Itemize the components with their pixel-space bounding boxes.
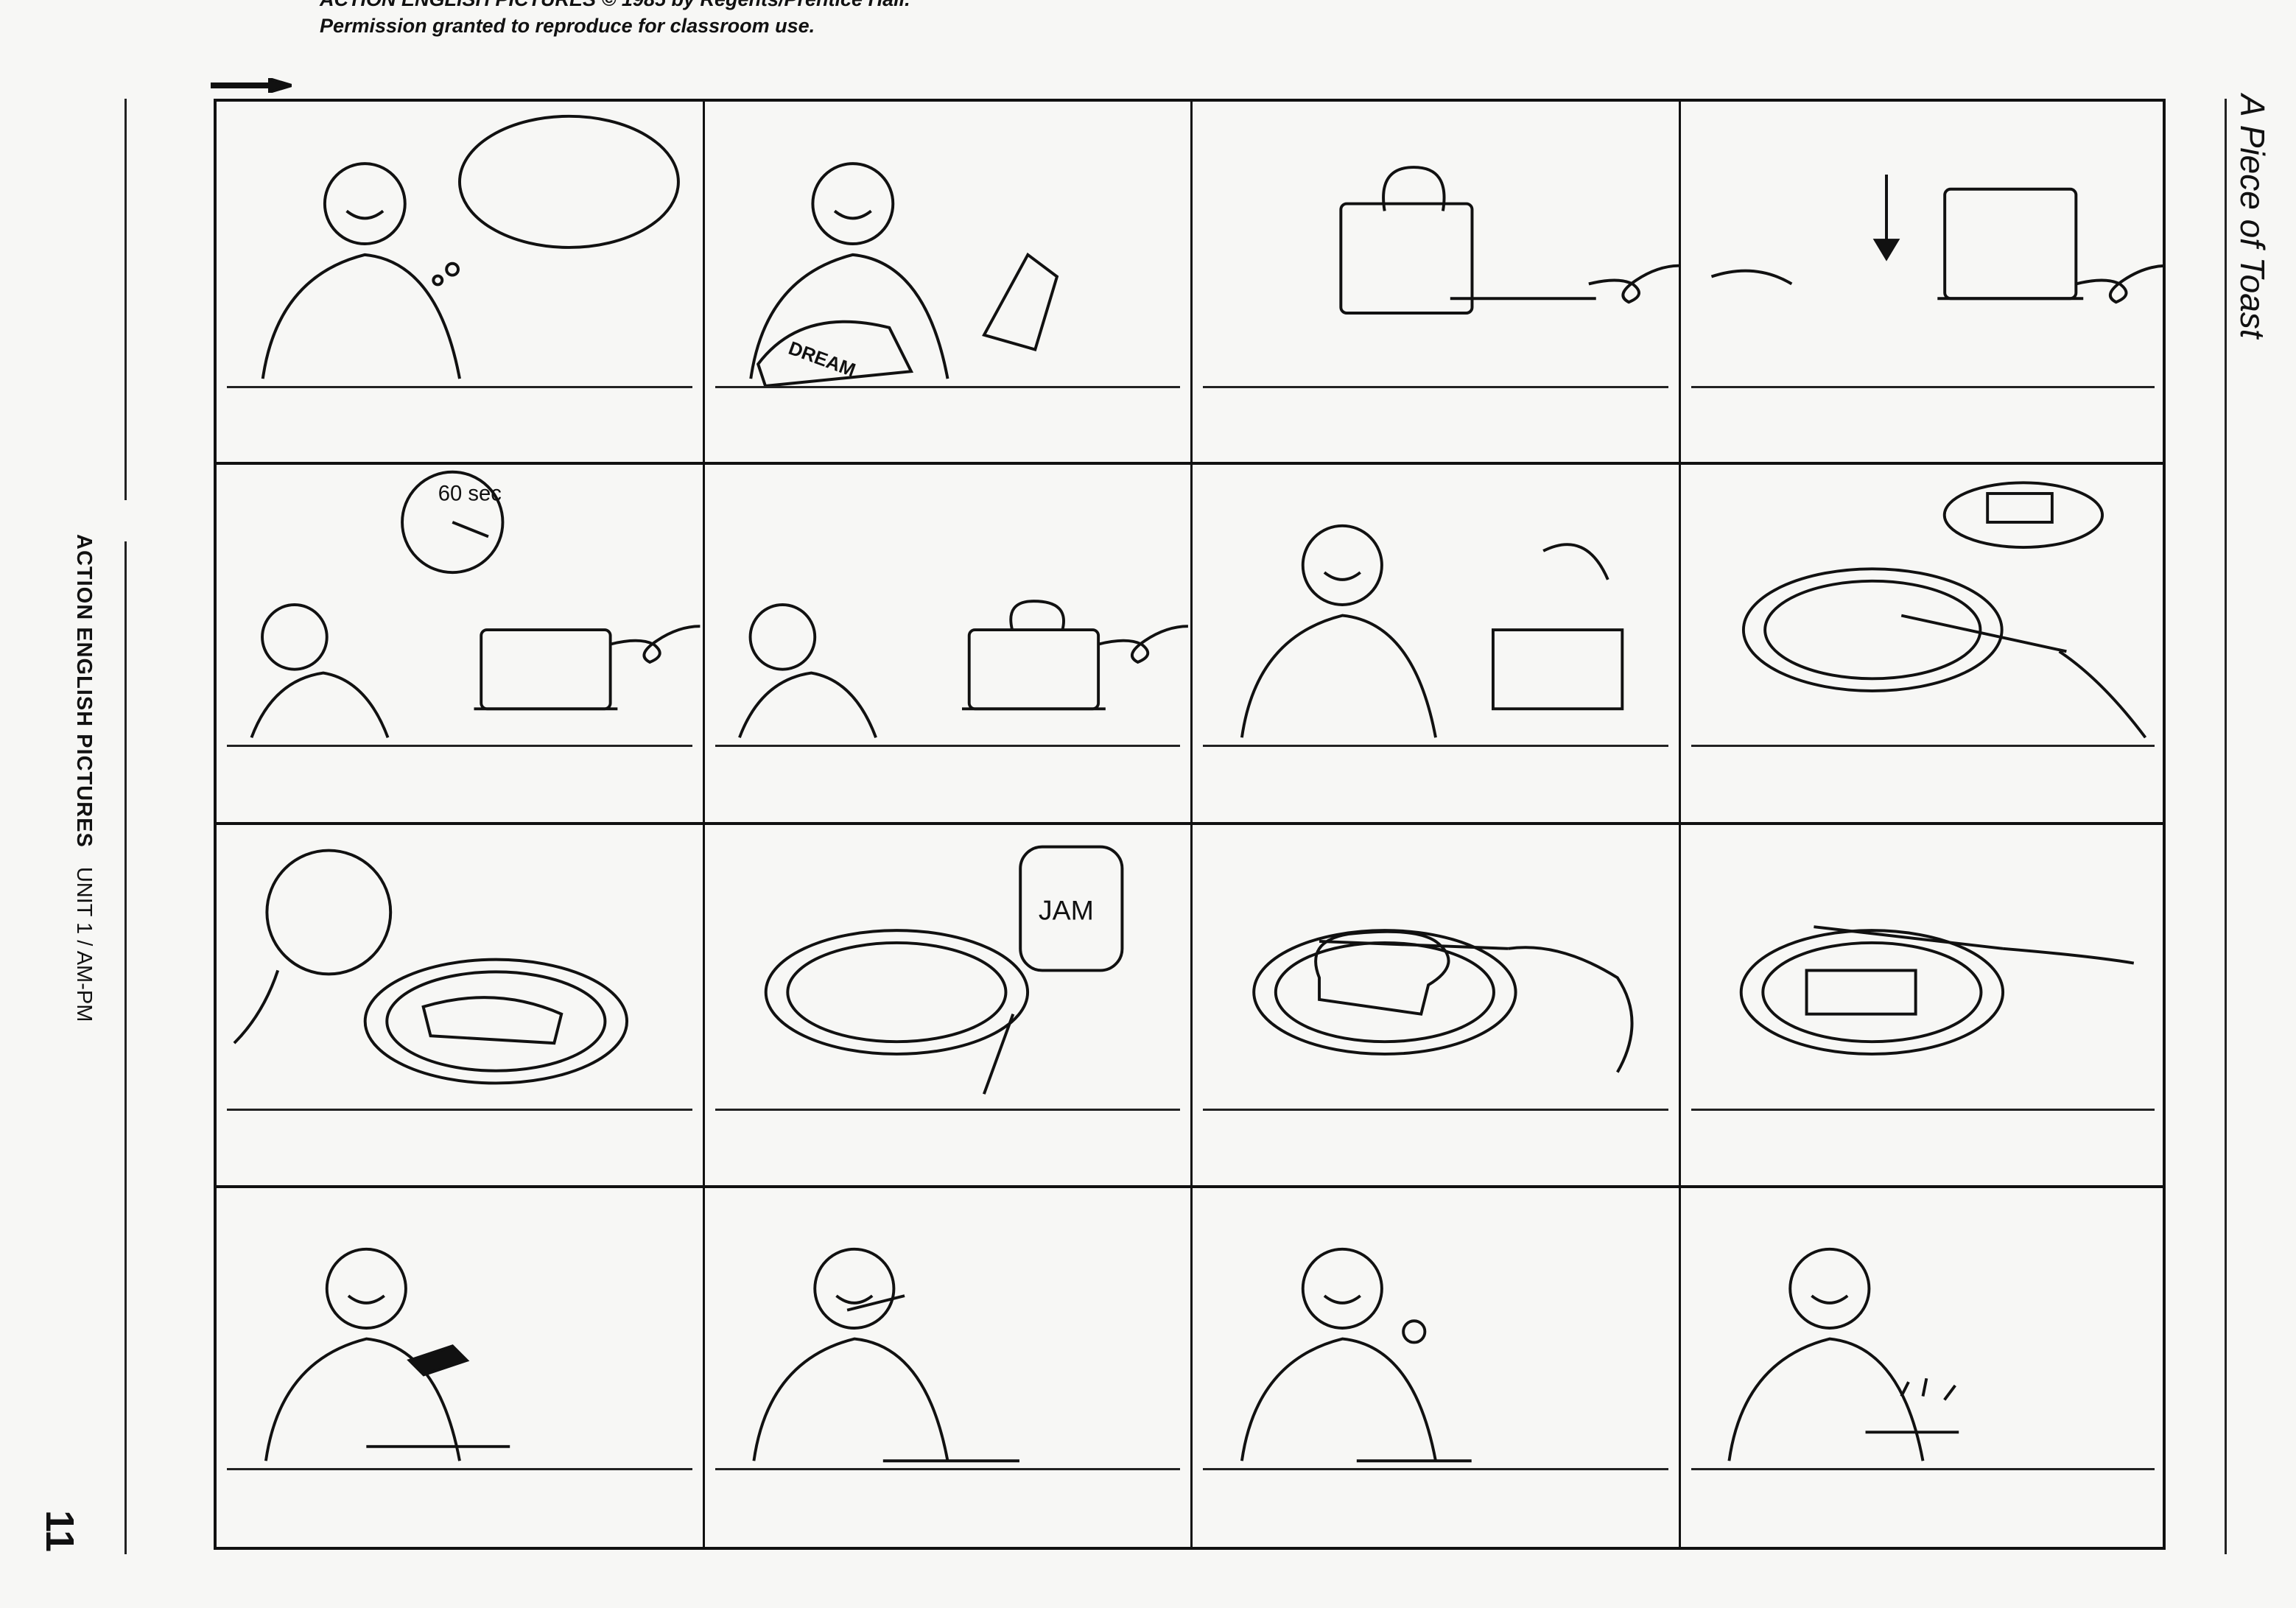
caption-rule <box>1691 745 2155 747</box>
bread-bag-label: DREAM <box>786 338 858 382</box>
panel-taking-out-bread: DREAM <box>703 102 1190 462</box>
caption-rule <box>227 1109 692 1111</box>
panel-taking-out-toast <box>1190 465 1679 822</box>
illustration-toast-pops-up <box>738 600 1188 738</box>
caption-rule <box>715 745 1180 747</box>
illustration-taking-out-bread: DREAM <box>749 162 1059 386</box>
panel-butter-dish <box>1679 465 2165 822</box>
panel-picking-up-toast <box>217 1188 703 1548</box>
left-rule <box>124 541 127 1554</box>
right-rule <box>2225 99 2227 1554</box>
caption-rule <box>1691 1468 2155 1470</box>
caption-blank[interactable] <box>720 1489 1176 1540</box>
caption-rule <box>1691 1109 2155 1111</box>
illustration-putting-down-knife <box>1739 925 2135 1056</box>
copyright-line: ACTION ENGLISH PICTURES © 1985 by Regent… <box>320 0 910 11</box>
caption-blank[interactable] <box>1207 1489 1664 1540</box>
panel-finishing-toast <box>1679 1188 2165 1548</box>
caption-blank[interactable] <box>1696 403 2150 454</box>
panel-pushing-down-lever <box>1679 102 2165 462</box>
illustration-smelling-toast <box>233 849 629 1085</box>
illustration-opening-jam: JAM <box>764 845 1124 1095</box>
illustration-pushing-down-lever <box>1710 174 2165 304</box>
caption-rule <box>715 1468 1180 1470</box>
worksheet-title: A Piece of Toast <box>2233 94 2272 339</box>
picture-row: 60 sec <box>217 465 2163 825</box>
caption-blank[interactable] <box>720 1126 1176 1178</box>
illustration-thinking-of-toast <box>261 114 680 379</box>
caption-blank[interactable] <box>231 1489 688 1540</box>
start-arrow-icon <box>211 78 292 93</box>
caption-blank[interactable] <box>720 763 1176 815</box>
permission-line: Permission granted to reproduce for clas… <box>320 15 815 37</box>
unit-label: UNIT 1 / AM-PM <box>72 866 96 1022</box>
illustration-waiting-for-toast: 60 sec <box>250 470 701 738</box>
illustration-finishing-toast <box>1727 1247 1959 1461</box>
illustration-chewing-toast <box>1240 1247 1472 1463</box>
caption-blank[interactable] <box>231 1126 688 1178</box>
caption-blank[interactable] <box>231 763 688 815</box>
caption-rule <box>227 1468 692 1470</box>
panel-opening-jam: JAM <box>703 825 1190 1185</box>
book-title: ACTION ENGLISH PICTURES <box>72 534 96 848</box>
caption-rule <box>1691 386 2155 388</box>
panel-chewing-toast <box>1190 1188 1679 1548</box>
panel-biting-toast <box>703 1188 1190 1548</box>
illustration-putting-bread-in-toaster <box>1339 166 1679 315</box>
caption-blank[interactable] <box>1207 1126 1664 1178</box>
caption-blank[interactable] <box>1696 763 2150 815</box>
caption-rule <box>715 386 1180 388</box>
caption-blank[interactable] <box>1207 403 1664 454</box>
clock-label: 60 sec <box>438 482 502 506</box>
panel-putting-down-knife <box>1679 825 2165 1185</box>
illustration-picking-up-toast <box>264 1247 510 1461</box>
illustration-biting-toast <box>752 1247 1019 1463</box>
caption-blank[interactable] <box>1696 1489 2150 1540</box>
caption-rule <box>1203 1109 1668 1111</box>
caption-blank[interactable] <box>1696 1126 2150 1178</box>
side-running-head: ACTION ENGLISH PICTURES UNIT 1 / AM-PM <box>71 534 96 1022</box>
panel-thinking-of-toast <box>217 102 703 462</box>
illustration-butter-dish <box>1741 481 2147 739</box>
panel-waiting-for-toast: 60 sec <box>217 465 703 822</box>
caption-rule <box>1203 745 1668 747</box>
caption-rule <box>1203 386 1668 388</box>
picture-row: DREAM <box>217 102 2165 465</box>
caption-rule <box>1203 1468 1668 1470</box>
panel-spreading-jam <box>1190 825 1679 1185</box>
jam-label: JAM <box>1039 894 1094 925</box>
picture-row: JAM <box>217 825 2163 1188</box>
left-rule <box>124 99 127 500</box>
panel-toast-pops-up <box>703 465 1190 822</box>
panel-putting-bread-in-toaster <box>1190 102 1679 462</box>
caption-blank[interactable] <box>231 403 688 454</box>
caption-blank[interactable] <box>720 403 1176 454</box>
picture-row <box>217 1188 2163 1548</box>
panel-smelling-toast <box>217 825 703 1185</box>
caption-rule <box>227 386 692 388</box>
page-number: 11 <box>38 1510 82 1553</box>
caption-blank[interactable] <box>1207 763 1664 815</box>
caption-rule <box>227 745 692 747</box>
illustration-spreading-jam <box>1252 929 1634 1073</box>
caption-rule <box>715 1109 1180 1111</box>
illustration-taking-out-toast <box>1240 524 1624 738</box>
